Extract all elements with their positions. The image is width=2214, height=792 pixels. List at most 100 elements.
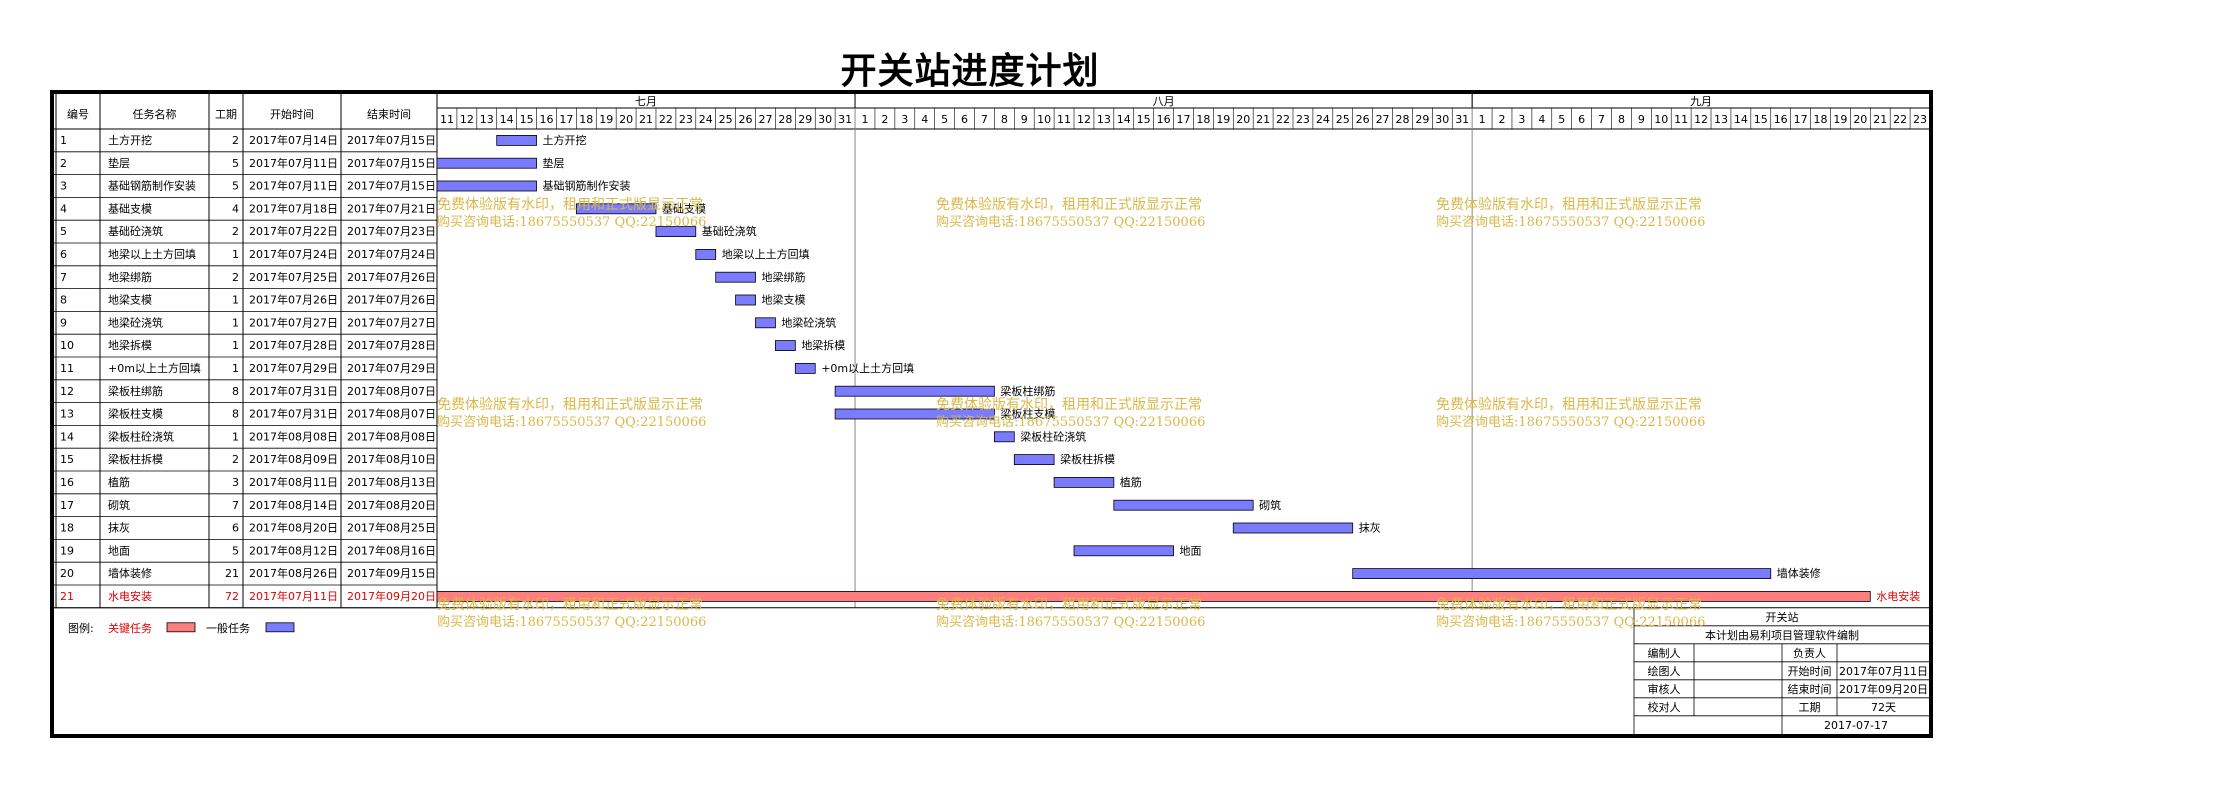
- info-end-label: 结束时间: [1788, 683, 1832, 696]
- task-duration: 1: [232, 316, 239, 329]
- day-label: 27: [1376, 113, 1390, 126]
- task-end: 2017年07月15日: [347, 179, 436, 193]
- task-id: 19: [60, 544, 74, 557]
- day-label: 29: [1415, 113, 1429, 126]
- task-bar-label: +0m以上土方回填: [821, 361, 914, 375]
- day-label: 13: [1097, 113, 1111, 126]
- day-label: 26: [1356, 113, 1370, 126]
- day-label: 19: [1833, 113, 1847, 126]
- task-bar-label: 地梁拆模: [801, 338, 845, 352]
- task-end: 2017年08月08日: [347, 429, 436, 443]
- task-start: 2017年07月29日: [249, 361, 338, 375]
- task-start: 2017年07月22日: [249, 224, 338, 238]
- task-name: 垫层: [108, 156, 130, 170]
- day-label: 31: [1455, 113, 1469, 126]
- info-start-label: 开始时间: [1788, 664, 1832, 678]
- task-start: 2017年08月09日: [249, 452, 338, 466]
- task-name: 梁板柱砼浇筑: [108, 429, 174, 443]
- task-name: 抹灰: [108, 521, 130, 535]
- legend-normal-label: 一般任务: [206, 622, 250, 635]
- task-bar: [655, 226, 697, 238]
- day-label: 21: [639, 113, 653, 126]
- task-start: 2017年07月24日: [249, 247, 338, 261]
- task-bar-label: 基础砼浇筑: [702, 224, 757, 238]
- day-label: 17: [1794, 113, 1808, 126]
- task-duration: 72: [225, 590, 239, 603]
- task-bar: [755, 317, 776, 329]
- task-id: 3: [60, 180, 67, 193]
- month-label: 九月: [1690, 95, 1712, 108]
- task-id: 11: [60, 362, 74, 375]
- day-label: 20: [1236, 113, 1250, 126]
- day-label: 1: [861, 113, 868, 126]
- day-label: 15: [1137, 113, 1151, 126]
- task-duration: 1: [232, 294, 239, 307]
- task-id: 4: [60, 202, 67, 215]
- task-name: 植筋: [108, 475, 130, 489]
- day-label: 23: [1913, 113, 1927, 126]
- info-end-value: 2017年09月20日: [1839, 682, 1928, 696]
- task-end: 2017年08月07日: [347, 407, 436, 421]
- task-id: 10: [60, 339, 74, 352]
- watermark-line1: 免费体验版有水印，租用和正式版显示正常: [1436, 397, 1702, 413]
- day-label: 26: [739, 113, 753, 126]
- task-id: 8: [60, 294, 67, 307]
- task-bar: [575, 203, 657, 215]
- legend-critical-label: 关键任务: [108, 621, 152, 635]
- day-label: 14: [1734, 113, 1748, 126]
- task-id: 14: [60, 430, 74, 443]
- task-name: 地梁以上土方回填: [108, 247, 196, 261]
- watermark-line1: 免费体验版有水印，租用和正式版显示正常: [1436, 197, 1702, 213]
- info-checker-label: 校对人: [1648, 700, 1681, 714]
- header-name: 任务名称: [133, 107, 177, 121]
- task-start: 2017年08月11日: [249, 475, 338, 489]
- task-bar-label: 地梁绑筋: [762, 270, 806, 284]
- task-end: 2017年07月15日: [347, 156, 436, 170]
- watermark-line2: 购买咨询电话:18675550537 QQ:22150066: [936, 614, 1205, 630]
- task-start: 2017年07月27日: [249, 315, 338, 329]
- day-label: 5: [1558, 113, 1565, 126]
- day-label: 31: [838, 113, 852, 126]
- day-label: 2: [881, 113, 888, 126]
- task-start: 2017年07月11日: [249, 156, 338, 170]
- task-duration: 2: [232, 453, 239, 466]
- task-duration: 7: [232, 499, 239, 512]
- task-bar-label: 梁板柱绑筋: [1000, 384, 1055, 398]
- task-duration: 1: [232, 248, 239, 261]
- task-bar-label: 梁板柱支模: [1000, 407, 1055, 421]
- task-bar-label: 抹灰: [1359, 521, 1381, 535]
- day-label: 25: [719, 113, 733, 126]
- day-label: 6: [961, 113, 968, 126]
- watermark-line2: 购买咨询电话:18675550537 QQ:22150066: [936, 414, 1205, 430]
- task-start: 2017年08月14日: [249, 498, 338, 512]
- day-label: 8: [1001, 113, 1008, 126]
- task-id: 13: [60, 408, 74, 421]
- task-bar-label: 基础支模: [662, 202, 706, 215]
- task-name: 砌筑: [108, 498, 130, 512]
- page-title: 开关站进度计划: [840, 50, 1100, 92]
- task-end: 2017年08月25日: [347, 521, 436, 535]
- task-start: 2017年08月26日: [249, 566, 338, 580]
- task-duration: 21: [225, 567, 239, 580]
- task-end: 2017年09月20日: [347, 589, 436, 603]
- task-name: 基础钢筋制作安装: [108, 179, 196, 193]
- task-name: 基础砼浇筑: [108, 224, 163, 238]
- day-label: 22: [1893, 113, 1907, 126]
- day-label: 12: [1694, 113, 1708, 126]
- task-start: 2017年07月28日: [249, 338, 338, 352]
- info-owner-label: 负责人: [1793, 646, 1826, 660]
- task-name: 地梁砼浇筑: [108, 315, 163, 329]
- day-label: 7: [1598, 113, 1605, 126]
- task-bar-label: 土方开挖: [543, 133, 587, 147]
- month-label: 八月: [1153, 95, 1175, 108]
- day-label: 16: [1157, 113, 1171, 126]
- task-name: 地梁绑筋: [108, 270, 152, 284]
- task-bar-label: 地梁砼浇筑: [781, 315, 836, 329]
- task-bar: [834, 385, 995, 397]
- task-name: 土方开挖: [108, 133, 152, 147]
- watermark-line2: 购买咨询电话:18675550537 QQ:22150066: [936, 214, 1205, 230]
- task-id: 12: [60, 385, 74, 398]
- task-start: 2017年07月11日: [249, 589, 338, 603]
- task-id: 17: [60, 499, 74, 512]
